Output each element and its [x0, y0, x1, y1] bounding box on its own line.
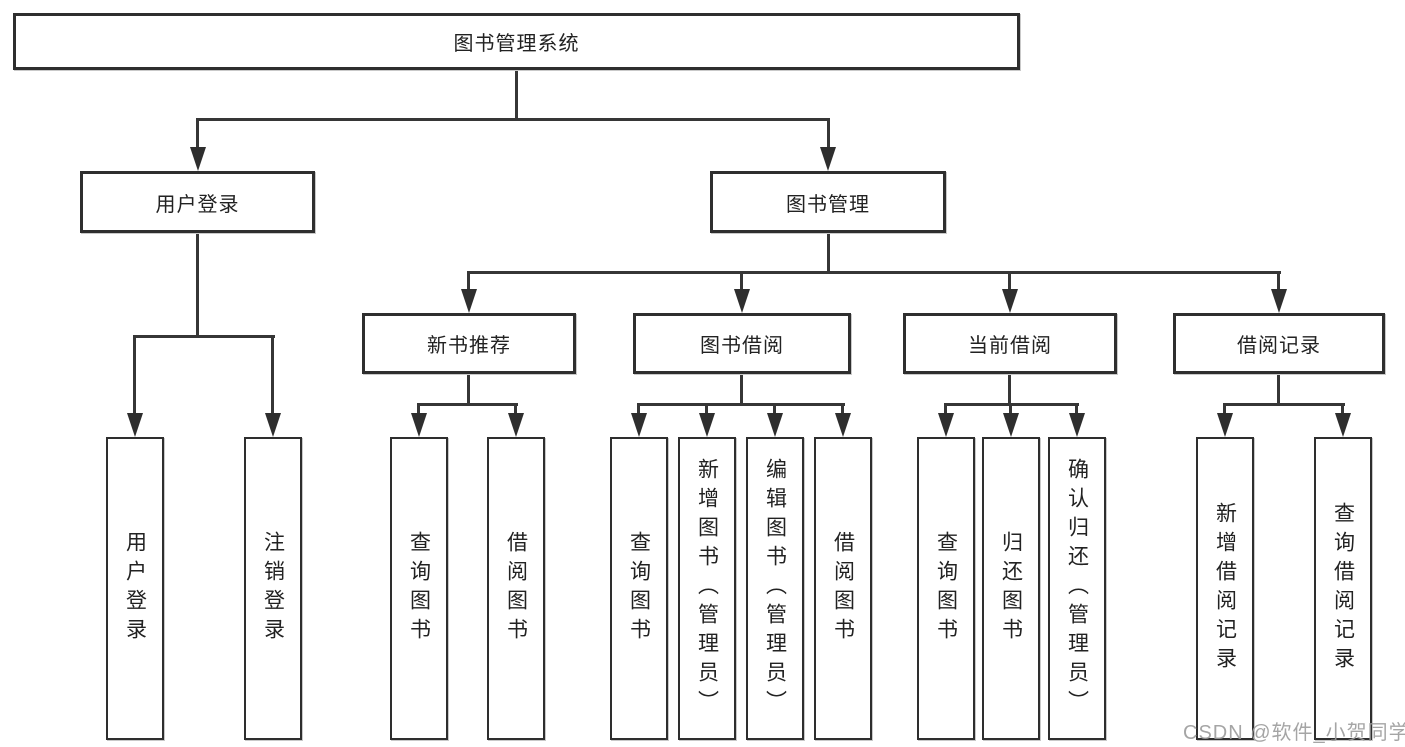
- csdn-watermark: CSDN @软件_小贺同学: [1183, 722, 1405, 744]
- connector-hline: [417, 403, 518, 406]
- arrow-down-icon: [461, 289, 477, 313]
- leaf-query-books: 查询图书: [390, 437, 448, 740]
- connector-vline: [705, 403, 708, 417]
- connector-vline: [467, 271, 470, 293]
- connector-vline: [271, 335, 274, 417]
- leaf-label: 新增借阅记录: [1213, 501, 1237, 676]
- leaf-label: 编辑图书（管理员）: [763, 458, 787, 719]
- leaf-label: 借阅图书: [504, 530, 528, 647]
- arrow-down-icon: [699, 413, 715, 437]
- node-label: 借阅记录: [1237, 335, 1321, 357]
- leaf-label: 注销登录: [261, 530, 285, 647]
- connector-vline: [514, 403, 517, 417]
- leaf-query-borrow-record: 查询借阅记录: [1314, 437, 1372, 740]
- connector-vline: [773, 403, 776, 417]
- arrow-down-icon: [1002, 289, 1018, 313]
- connector-hline: [196, 118, 830, 121]
- arrow-down-icon: [734, 289, 750, 313]
- node-label: 图书借阅: [700, 335, 784, 357]
- arrow-down-icon: [411, 413, 427, 437]
- arrow-down-icon: [265, 413, 281, 437]
- leaf-label: 确认归还（管理员）: [1065, 458, 1089, 719]
- connector-vline: [740, 271, 743, 293]
- connector-vline: [1277, 374, 1280, 406]
- connector-vline: [196, 118, 199, 150]
- connector-hline: [133, 335, 275, 338]
- node-book-management: 图书管理: [710, 171, 946, 233]
- leaf-label: 借阅图书: [831, 530, 855, 647]
- connector-vline: [1075, 403, 1078, 417]
- arrow-down-icon: [835, 413, 851, 437]
- node-borrowing-records: 借阅记录: [1173, 313, 1385, 374]
- leaf-confirm-return-admin: 确认归还（管理员）: [1048, 437, 1106, 740]
- connector-vline: [1223, 403, 1226, 417]
- leaf-user-login: 用户登录: [106, 437, 164, 740]
- connector-vline: [740, 374, 743, 406]
- leaf-query-books-3: 查询图书: [917, 437, 975, 740]
- arrow-down-icon: [190, 147, 206, 171]
- connector-vline: [1008, 374, 1011, 406]
- leaf-add-borrow-record: 新增借阅记录: [1196, 437, 1254, 740]
- arrow-down-icon: [127, 413, 143, 437]
- leaf-label: 查询借阅记录: [1331, 501, 1355, 676]
- arrow-down-icon: [631, 413, 647, 437]
- leaf-label: 查询图书: [934, 530, 958, 647]
- connector-vline: [827, 118, 830, 150]
- connector-vline: [944, 403, 947, 417]
- leaf-logout-login: 注销登录: [244, 437, 302, 740]
- connector-hline: [1223, 403, 1345, 406]
- leaf-label: 查询图书: [627, 530, 651, 647]
- connector-vline: [196, 233, 199, 338]
- connector-vline: [1277, 271, 1280, 293]
- arrow-down-icon: [767, 413, 783, 437]
- leaf-borrow-books: 借阅图书: [487, 437, 545, 740]
- connector-hline: [637, 403, 845, 406]
- arrow-down-icon: [1271, 289, 1287, 313]
- leaf-label: 新增图书（管理员）: [695, 458, 719, 719]
- leaf-label: 归还图书: [999, 530, 1023, 647]
- connector-vline: [827, 233, 830, 274]
- node-label: 当前借阅: [968, 335, 1052, 357]
- connector-vline: [515, 70, 518, 120]
- leaf-edit-books-admin: 编辑图书（管理员）: [746, 437, 804, 740]
- connector-vline: [1009, 403, 1012, 417]
- arrow-down-icon: [1069, 413, 1085, 437]
- leaf-return-books: 归还图书: [982, 437, 1040, 740]
- arrow-down-icon: [508, 413, 524, 437]
- arrow-down-icon: [1217, 413, 1233, 437]
- node-label: 新书推荐: [427, 335, 511, 357]
- node-book-borrowing: 图书借阅: [633, 313, 851, 374]
- connector-vline: [133, 335, 136, 417]
- leaf-add-books-admin: 新增图书（管理员）: [678, 437, 736, 740]
- leaf-borrow-books-2: 借阅图书: [814, 437, 872, 740]
- node-new-book-recommendation: 新书推荐: [362, 313, 576, 374]
- arrow-down-icon: [938, 413, 954, 437]
- node-label: 图书管理系统: [453, 33, 580, 55]
- connector-vline: [467, 374, 470, 406]
- connector-vline: [1008, 271, 1011, 293]
- connector-vline: [417, 403, 420, 417]
- connector-vline: [1341, 403, 1344, 417]
- leaf-label: 查询图书: [407, 530, 431, 647]
- arrow-down-icon: [1335, 413, 1351, 437]
- leaf-query-books-2: 查询图书: [610, 437, 668, 740]
- node-current-borrowing: 当前借阅: [903, 313, 1117, 374]
- arrow-down-icon: [1003, 413, 1019, 437]
- connector-hline: [467, 271, 1281, 274]
- node-label: 用户登录: [155, 193, 240, 216]
- node-label: 图书管理: [786, 193, 870, 216]
- node-user-login: 用户登录: [80, 171, 315, 233]
- connector-vline: [637, 403, 640, 417]
- connector-vline: [841, 403, 844, 417]
- node-library-management-system: 图书管理系统: [13, 13, 1020, 70]
- leaf-label: 用户登录: [123, 530, 147, 647]
- arrow-down-icon: [820, 147, 836, 171]
